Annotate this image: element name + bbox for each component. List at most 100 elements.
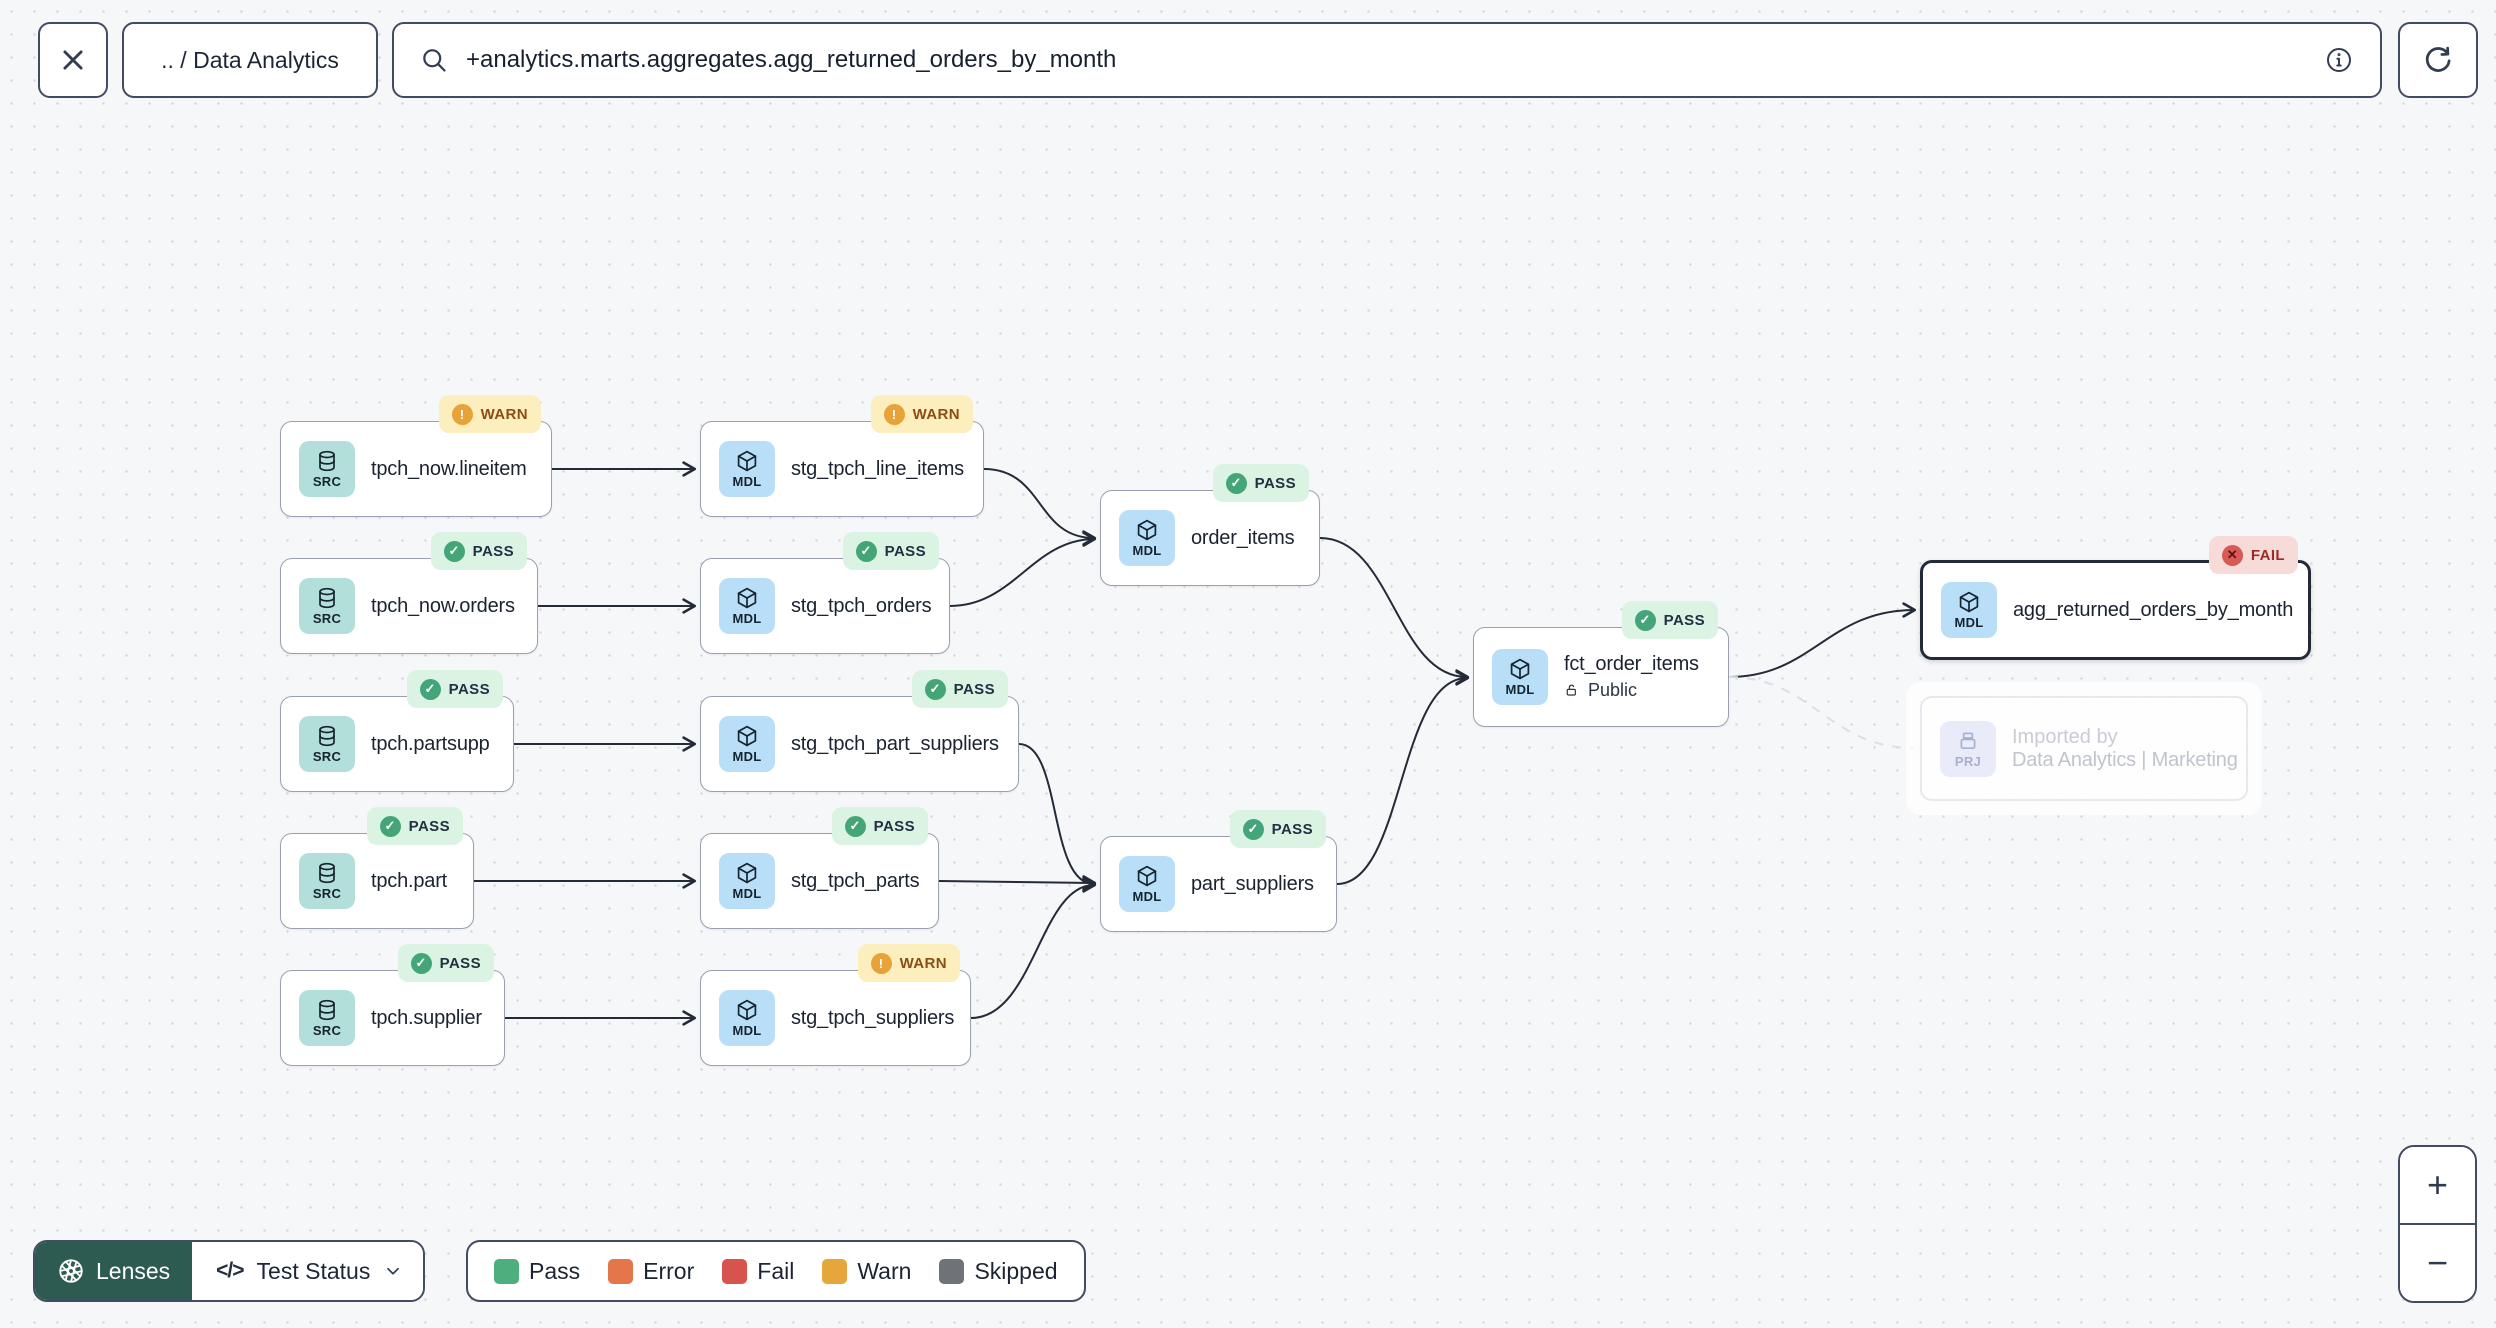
status-badge: ! WARN	[870, 395, 973, 433]
close-button[interactable]	[38, 22, 108, 98]
briefcase-icon	[1960, 732, 1976, 749]
model-icon: MDL	[1119, 856, 1175, 912]
project-name: Data Analytics | Marketing	[2012, 748, 2238, 771]
node-label: tpch_now.orders	[371, 594, 515, 617]
code-icon: </>	[216, 1259, 244, 1282]
source-icon: SRC	[299, 578, 355, 634]
source-icon: SRC	[299, 441, 355, 497]
legend-item-skipped: Skipped	[939, 1258, 1058, 1285]
check-icon: ✓	[1225, 472, 1247, 494]
info-icon[interactable]	[2324, 45, 2354, 75]
node-tpch-partsupp[interactable]: ✓ PASS SRC tpch.partsupp	[280, 670, 514, 792]
source-icon: SRC	[299, 853, 355, 909]
node-order_items[interactable]: ✓ PASS MDL order_items	[1100, 464, 1320, 586]
model-icon: MDL	[719, 578, 775, 634]
status-badge: ✓ PASS	[366, 807, 463, 845]
cube-icon	[1959, 591, 1979, 613]
breadcrumb[interactable]: .. / Data Analytics	[122, 22, 378, 98]
legend-item-fail: Fail	[722, 1258, 794, 1285]
badge-label: PASS	[1663, 611, 1705, 629]
refresh-button[interactable]	[2398, 22, 2478, 98]
minus-icon: −	[2426, 1242, 2449, 1283]
legend-item-pass: Pass	[494, 1258, 580, 1285]
badge-label: FAIL	[2250, 546, 2285, 564]
lenses-button[interactable]: Lenses	[35, 1242, 193, 1300]
node-agg_returned_orders_by_month[interactable]: ✕ FAIL MDL agg_returned_orders_by_month	[1920, 536, 2311, 660]
node-fct_order_items[interactable]: ✓ PASS MDL fct_order_items Public	[1473, 601, 1729, 727]
plus-icon: +	[2426, 1164, 2449, 1205]
check-icon: ✓	[1242, 818, 1264, 840]
aperture-icon	[59, 1259, 83, 1283]
cube-icon	[737, 862, 757, 884]
check-icon: ✓	[443, 540, 465, 562]
legend-label: Pass	[529, 1257, 581, 1284]
check-icon: ✓	[924, 678, 946, 700]
status-badge: ✓ PASS	[1621, 601, 1718, 639]
badge-label: PASS	[873, 817, 915, 835]
node-label: tpch.part	[371, 869, 448, 892]
model-icon: MDL	[1941, 582, 1997, 638]
check-icon: ✓	[410, 952, 432, 974]
model-icon: MDL	[719, 441, 775, 497]
legend-label: Warn	[857, 1257, 912, 1284]
badge-label: PASS	[448, 680, 490, 698]
status-badge: ✓ PASS	[1229, 810, 1326, 848]
project-icon: PRJ	[1940, 720, 1996, 777]
node-stg_tpch_suppliers[interactable]: ! WARN MDL stg_tpch_suppliers	[700, 944, 971, 1066]
lens-select-dropdown[interactable]: </> Test Status	[192, 1242, 424, 1300]
lens-selected-label: Test Status	[256, 1257, 371, 1284]
node-tpch_now-lineitem[interactable]: ! WARN SRC tpch_now.lineitem	[280, 395, 552, 517]
warn-icon: !	[451, 403, 473, 425]
close-icon	[63, 50, 83, 70]
check-icon: ✓	[855, 540, 877, 562]
zoom-out-button[interactable]: −	[2400, 1223, 2475, 1301]
node-label: stg_tpch_parts	[791, 869, 920, 892]
node-label: tpch_now.lineitem	[371, 457, 527, 480]
node-stg_tpch_parts[interactable]: ✓ PASS MDL stg_tpch_parts	[700, 807, 939, 929]
lock-open-icon	[1566, 684, 1576, 696]
badge-label: WARN	[480, 405, 528, 423]
badge-label: PASS	[884, 542, 926, 560]
cube-icon	[737, 450, 757, 472]
zoom-in-button[interactable]: +	[2400, 1147, 2475, 1223]
breadcrumb-label: .. / Data Analytics	[161, 46, 339, 73]
status-badge: ✓ PASS	[406, 670, 503, 708]
node-label: tpch.partsupp	[371, 732, 490, 755]
legend-label: Error	[643, 1257, 695, 1284]
source-icon: SRC	[299, 990, 355, 1046]
fail-swatch	[722, 1258, 748, 1284]
node-tpch_now-orders[interactable]: ✓ PASS SRC tpch_now.orders	[280, 532, 538, 654]
node-stg_tpch_line_items[interactable]: ! WARN MDL stg_tpch_line_items	[700, 395, 984, 517]
node-stg_tpch_part_suppliers[interactable]: ✓ PASS MDL stg_tpch_part_suppliers	[700, 670, 1019, 792]
model-icon: MDL	[1492, 649, 1548, 705]
model-icon: MDL	[719, 990, 775, 1046]
warn-icon: !	[883, 403, 905, 425]
check-icon: ✓	[419, 678, 441, 700]
node-tpch-supplier[interactable]: ✓ PASS SRC tpch.supplier	[280, 944, 505, 1066]
search-icon	[423, 49, 446, 72]
badge-label: PASS	[472, 542, 514, 560]
legend-item-warn: Warn	[822, 1258, 911, 1285]
node-part_suppliers[interactable]: ✓ PASS MDL part_suppliers	[1100, 810, 1337, 932]
node-label: stg_tpch_line_items	[791, 457, 964, 480]
status-badge: ✓ PASS	[842, 532, 939, 570]
check-icon: ✓	[844, 815, 866, 837]
test-status-legend: Pass Error Fail Warn Skipped	[466, 1240, 1086, 1302]
badge-label: PASS	[1271, 820, 1313, 838]
model-icon: MDL	[719, 716, 775, 772]
node-stg_tpch_orders[interactable]: ✓ PASS MDL stg_tpch_orders	[700, 532, 950, 654]
cube-icon	[1137, 865, 1157, 887]
search-input[interactable]	[466, 46, 2306, 74]
search-bar[interactable]	[392, 22, 2382, 98]
badge-label: PASS	[408, 817, 450, 835]
source-icon: SRC	[299, 716, 355, 772]
badge-label: PASS	[953, 680, 995, 698]
model-icon: MDL	[719, 853, 775, 909]
cube-icon	[737, 999, 757, 1021]
node-tpch-part[interactable]: ✓ PASS SRC tpch.part	[280, 807, 474, 929]
badge-label: WARN	[899, 954, 947, 972]
node-label: order_items	[1191, 526, 1295, 549]
node-imported-by-project[interactable]: PRJ Imported by Data Analytics | Marketi…	[1920, 696, 2248, 801]
database-icon	[319, 862, 335, 884]
